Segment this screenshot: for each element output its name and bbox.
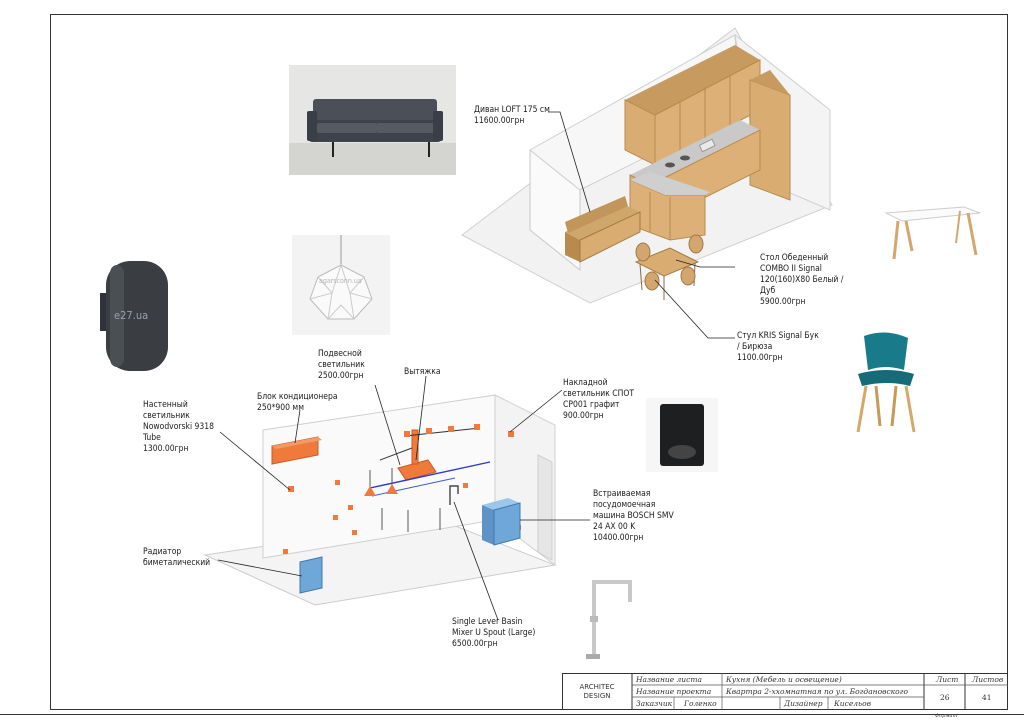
wall-lamp-photo: e27.ua bbox=[100, 261, 172, 371]
chair-photo bbox=[852, 330, 918, 434]
sheet-bottom-line bbox=[0, 714, 1024, 715]
title-block-grid bbox=[562, 673, 1008, 710]
sofa-photo bbox=[289, 65, 456, 175]
wall-lamp-watermark: e27.ua bbox=[114, 309, 149, 322]
client-label: Заказчик bbox=[636, 699, 673, 708]
drawing-frame bbox=[50, 14, 1008, 710]
client-value: Голенко bbox=[684, 699, 717, 708]
format-label: Формат bbox=[935, 713, 958, 719]
sheet-name-label: Название листа bbox=[636, 675, 702, 684]
project-name-value: Квартра 2-ххомнатная по ул. Богдановског… bbox=[726, 687, 908, 696]
sheet-name-value: Кухня (Мебель и освещение) bbox=[726, 675, 842, 684]
pendant-lamp-photo: agarsconn.ua bbox=[292, 235, 390, 335]
mixer-photo bbox=[576, 576, 642, 660]
sheets-total: 41 bbox=[982, 693, 992, 702]
designer-value: Кисельов bbox=[834, 699, 872, 708]
spot-light-photo bbox=[646, 398, 718, 472]
table-photo bbox=[884, 203, 982, 265]
pendant-watermark: agarsconn.ua bbox=[319, 277, 362, 285]
sheet-label: Лист bbox=[936, 675, 959, 684]
project-name-label: Название проекта bbox=[636, 687, 712, 696]
hood-label: Вытяжка bbox=[404, 367, 441, 377]
sheet-number: 26 bbox=[940, 693, 950, 702]
designer-label: Дизайнер bbox=[784, 699, 823, 708]
sheets-label: Листов bbox=[972, 675, 1004, 684]
